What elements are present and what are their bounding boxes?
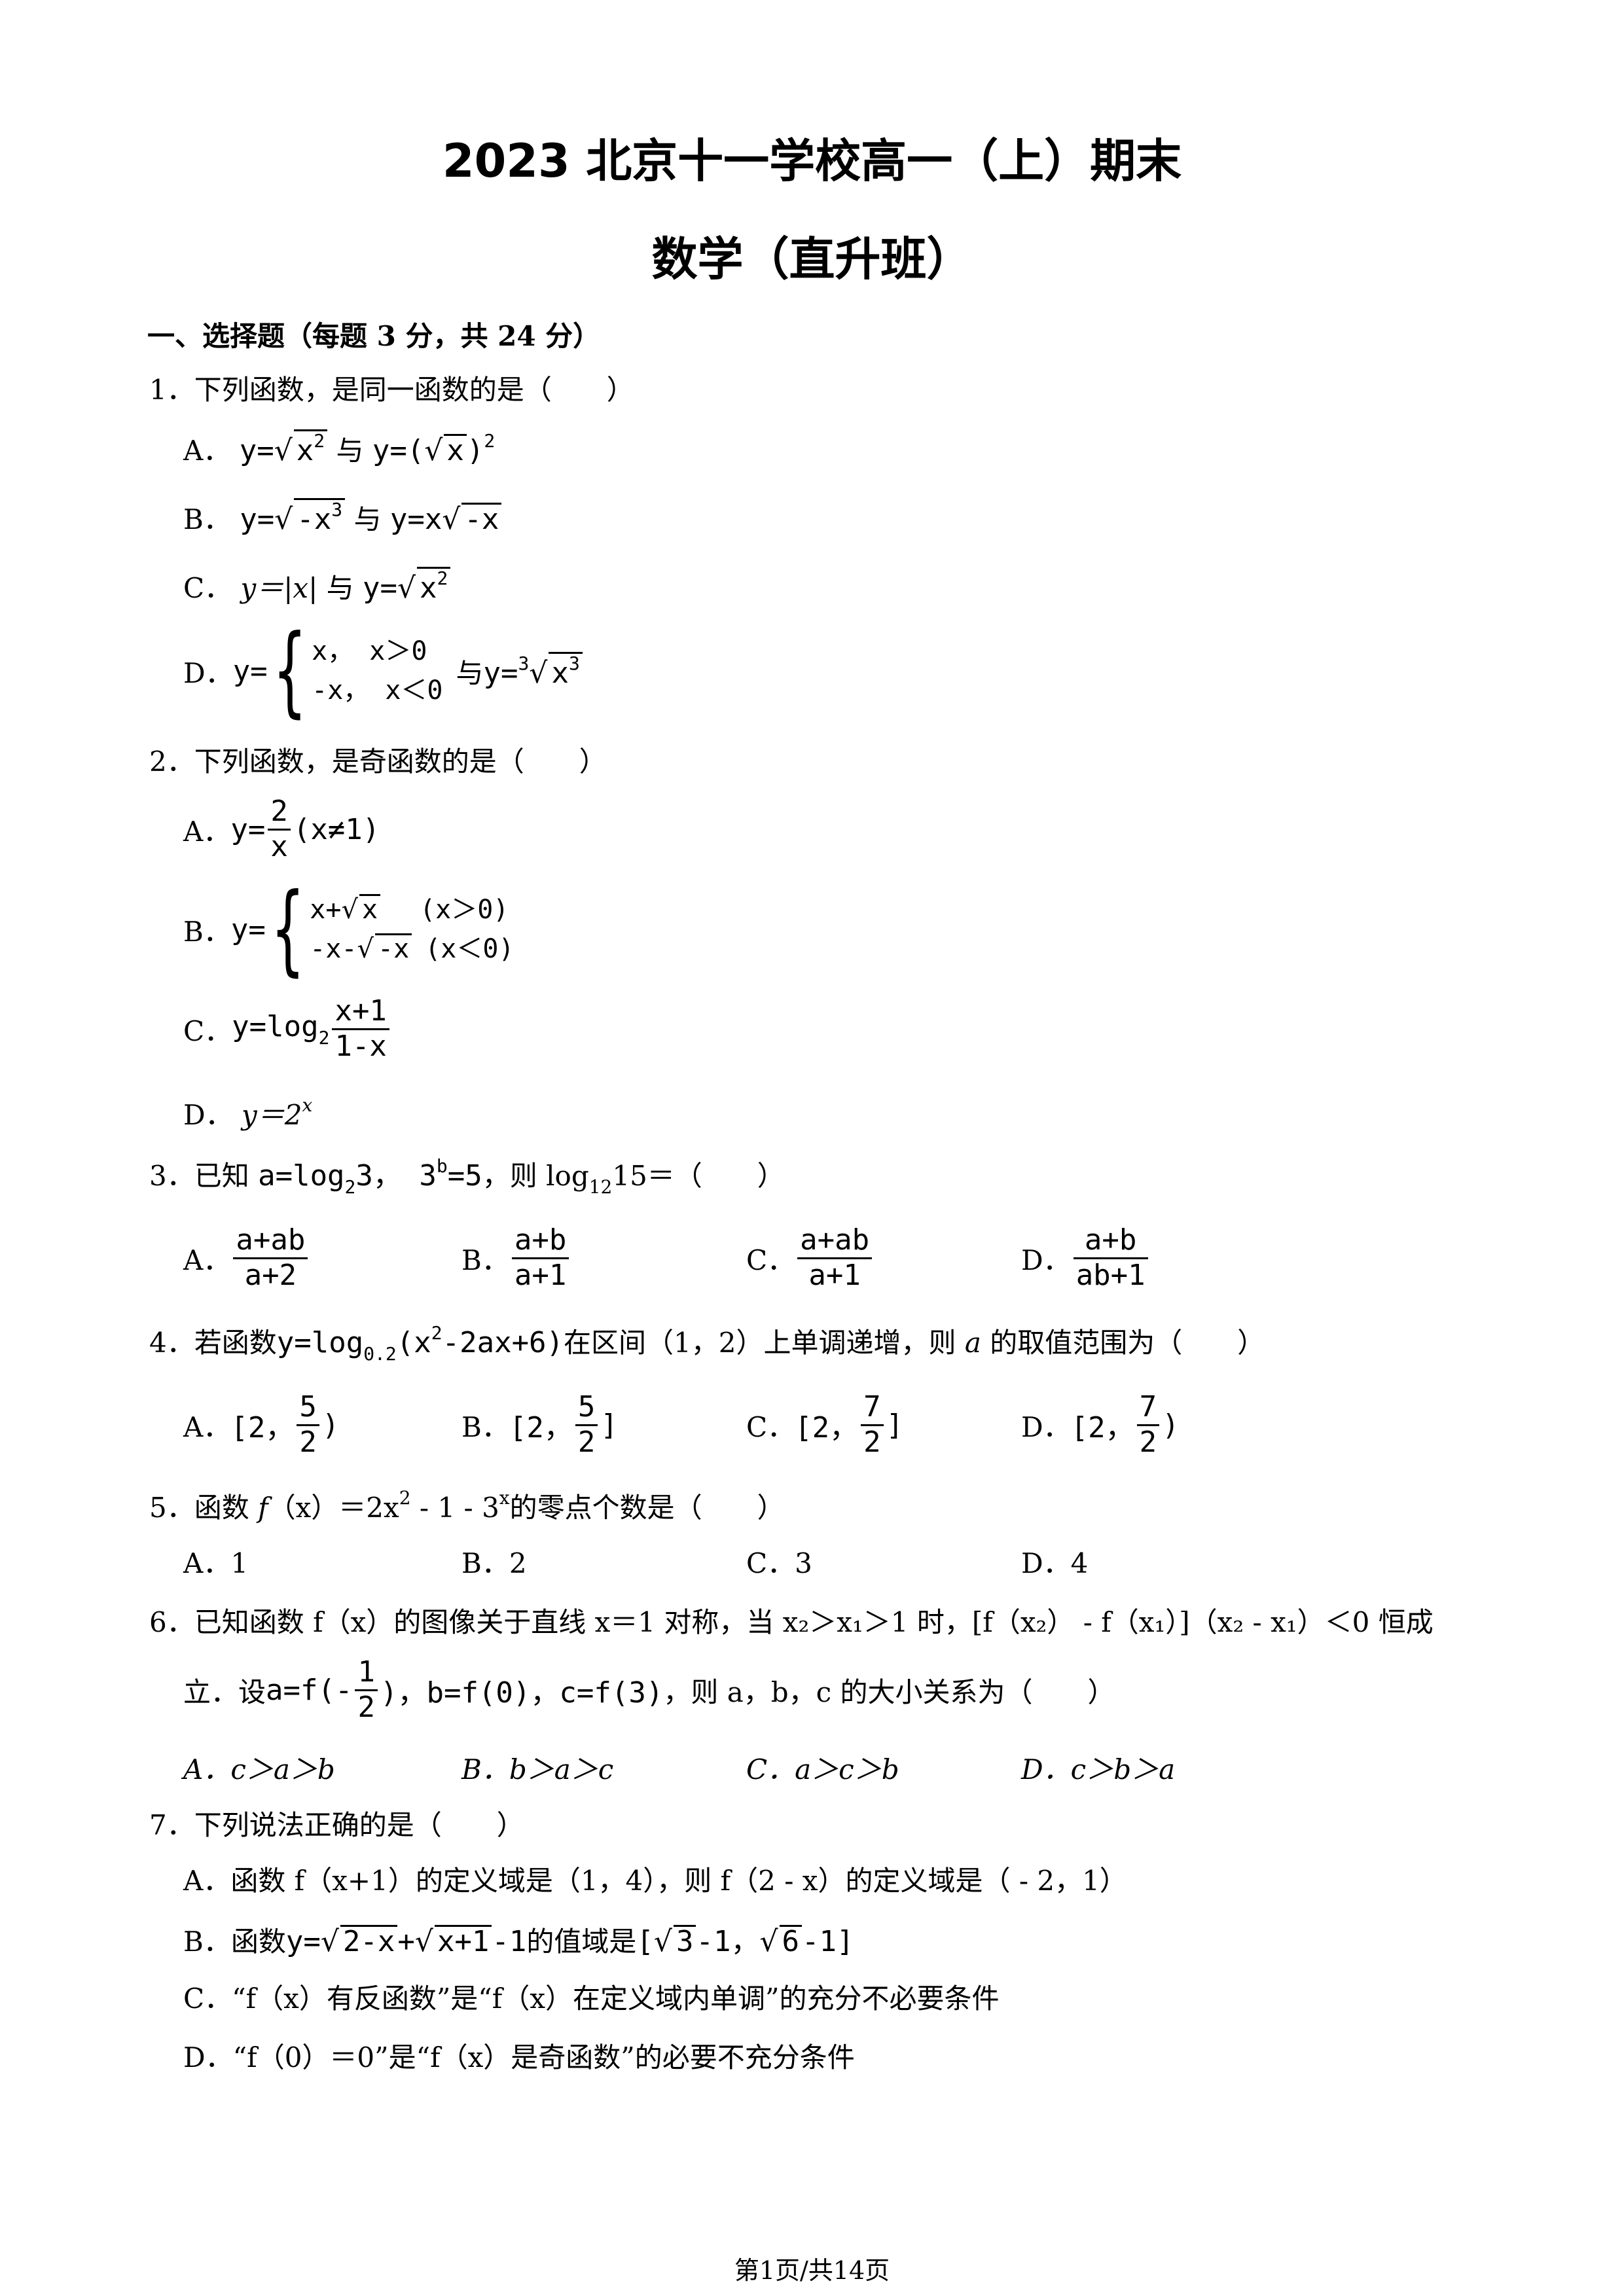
question-2-stem: 2．下列函数，是奇函数的是（ ） (149, 745, 607, 778)
question-1-stem: 1．下列函数，是同一函数的是（ ） (149, 374, 634, 406)
q5-option-b[interactable]: B．2 (461, 1547, 527, 1579)
question-5-stem: 5．函数 f（x）＝2x2 - 1 - 3x的零点个数是（ ） (149, 1487, 785, 1524)
q2-option-d[interactable]: D． y＝2x (183, 1094, 313, 1131)
q7-option-c[interactable]: C．“f（x）有反函数”是“f（x）在定义域内单调”的充分不必要条件 (183, 1982, 1000, 2015)
question-7-stem: 7．下列说法正确的是（ ） (149, 1809, 524, 1841)
sqrt-radicand: x2 (293, 429, 328, 466)
q6-option-d[interactable]: D．c＞b＞a (1021, 1753, 1176, 1785)
page-number: 第1页/共14页 (734, 2256, 890, 2285)
exam-subtitle: 数学（直升班） (651, 232, 973, 286)
q2-option-b[interactable]: B． y= { x+√x(x＞0) -x-√-x(x＜0) (183, 872, 514, 986)
question-3-stem: 3．已知 a=log23， 3b=5，则 log1215＝（ ） (149, 1155, 785, 1198)
section-heading: 一、选择题（每题 3 分，共 24 分） (147, 320, 601, 352)
q5-option-c[interactable]: C．3 (746, 1547, 812, 1579)
q5-option-d[interactable]: D．4 (1021, 1547, 1089, 1579)
q1-option-b[interactable]: B． y=√-x3 与 y=x√-x (183, 497, 502, 537)
q5-option-a[interactable]: A．1 (183, 1547, 249, 1579)
q7-option-d[interactable]: D．“f（0）＝0”是“f（x）是奇函数”的必要不充分条件 (183, 2041, 855, 2073)
q6-option-a[interactable]: A．c＞a＞b (183, 1753, 335, 1785)
q7-option-b[interactable]: B．函数y=√2-x+√x+1-1的值域是[√3-1，√6-1] (183, 1925, 854, 1958)
q6-option-b[interactable]: B．b＞a＞c (461, 1753, 614, 1785)
q1-option-a[interactable]: A． y=√x2 与 y=(√x)2 (183, 429, 496, 467)
question-4-stem: 4．若函数y=log0.2(x2-2ax+6)在区间（1，2）上单调递增，则 a… (149, 1322, 1265, 1365)
q7-option-a[interactable]: A．函数 f（x+1）的定义域是（1，4），则 f（2 - x）的定义域是（ -… (183, 1865, 1127, 1897)
question-6-stem-line1: 6．已知函数 f（x）的图像关于直线 x＝1 对称，当 x₂＞x₁＞1 时，[f… (149, 1606, 1434, 1638)
q6-option-c[interactable]: C．a＞c＞b (746, 1753, 899, 1785)
q1-option-d[interactable]: D． y= { x， x＞0 -x， x＜0 与 y=3√x3 (183, 622, 583, 720)
exam-title: 2023 北京十一学校高一（上）期末 (442, 134, 1182, 188)
q1-option-c[interactable]: C． y＝|x| 与 y=√x2 (183, 566, 451, 606)
